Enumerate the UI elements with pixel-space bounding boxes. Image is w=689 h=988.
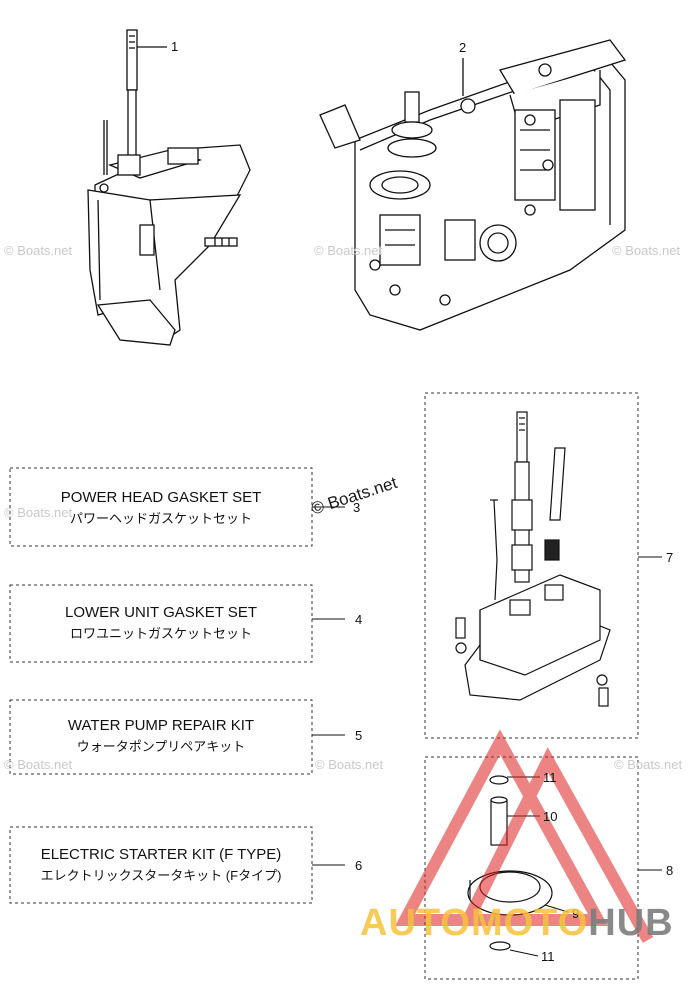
water-pump-kit-title: WATER PUMP REPAIR KIT xyxy=(67,717,255,734)
water-pump-kit-box xyxy=(9,699,313,775)
kit-leaders xyxy=(312,506,345,866)
callout-1: 1 xyxy=(171,39,179,54)
watermark-faint-mid-bottom: © Boats.net xyxy=(315,757,384,772)
pump-kit-box xyxy=(424,756,662,980)
callout-2: 2 xyxy=(459,40,467,55)
callout-5: 5 xyxy=(355,728,363,743)
upper-case-kit-box xyxy=(424,392,662,739)
electric-starter-kit-title: ELECTRIC STARTER KIT (F TYPE) xyxy=(40,846,282,863)
lower-unit-gasket-box xyxy=(9,584,313,663)
electric-starter-kit-box xyxy=(9,826,313,904)
callout-6: 6 xyxy=(355,858,363,873)
watermark-faint-mid-top: © Boats.net xyxy=(314,243,383,258)
callout-4: 4 xyxy=(355,612,363,627)
lower-unit-gasket-subtitle: ロワユニットガスケットセット xyxy=(69,626,252,641)
power-head-drawing xyxy=(319,39,627,331)
lower-unit-gasket-title: LOWER UNIT GASKET SET xyxy=(65,604,257,621)
brand-logo-icon xyxy=(394,729,654,943)
power-head-gasket-title: POWER HEAD GASKET SET xyxy=(60,489,262,506)
watermark-faint-left-mid: © Boats.net xyxy=(4,505,73,520)
callout-3: 3 xyxy=(353,500,361,515)
callout-7: 7 xyxy=(666,550,674,565)
electric-starter-kit-subtitle: エレクトリックスタータキット (Fタイプ) xyxy=(40,868,282,883)
power-head-gasket-box xyxy=(9,467,313,547)
watermark-faint-right-top: © Boats.net xyxy=(612,243,681,258)
callout-10: 10 xyxy=(543,809,558,824)
callout-9: 9 xyxy=(572,906,580,921)
callout-11-top: 11 xyxy=(543,770,557,785)
callout-11-bottom: 11 xyxy=(541,949,555,964)
power-head-gasket-subtitle: パワーヘッドガスケットセット xyxy=(69,511,252,526)
watermark-faint-left-bottom: © Boats.net xyxy=(4,757,73,772)
brand-wordmark: AUTOMOTOHUB xyxy=(360,902,674,945)
watermark-faint-right-bottom: © Boats.net xyxy=(614,757,683,772)
kit-boxes xyxy=(9,467,313,904)
water-pump-kit-subtitle: ウォータポンプリペアキット xyxy=(76,739,246,754)
brand-part-a: AUTOMOTO xyxy=(360,902,589,944)
lower-unit-drawing xyxy=(87,29,251,346)
brand-part-b: HUB xyxy=(588,902,674,944)
watermark-faint-left-top: © Boats.net xyxy=(4,243,73,258)
callout-8: 8 xyxy=(666,863,674,878)
